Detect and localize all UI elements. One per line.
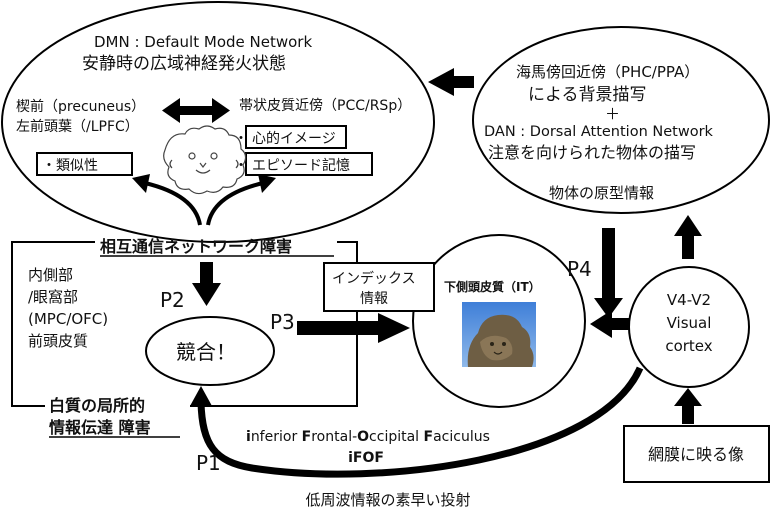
background-label: による背景描写 <box>528 85 647 105</box>
dmn-subtitle: 安静時の広域神経発火状態 <box>82 54 286 74</box>
similarity-label: ・類似性 <box>42 158 98 174</box>
ifof-abbr-label: iFOF <box>348 450 384 466</box>
episode-box <box>245 152 373 176</box>
dmn-ellipse <box>1 1 435 243</box>
retina-to-v4-arrow <box>674 388 702 424</box>
ifof-arrow <box>197 366 644 478</box>
mpfc-line3: (MPC/OFC) <box>28 310 108 328</box>
mpfc-line1: 内側部 <box>28 266 73 284</box>
episode-bullet: ・ <box>234 158 248 174</box>
v4-line3: cortex <box>665 337 712 355</box>
p2-label: P2 <box>160 288 185 312</box>
lion-sketch-icon <box>163 125 247 195</box>
double-arrow-icon <box>162 98 230 123</box>
v4-line2: Visual <box>667 314 712 332</box>
fast-projection-caption: 低周波情報の素早い投射 <box>305 491 470 509</box>
lion-statue-image <box>462 302 536 367</box>
similarity-box <box>36 152 133 176</box>
p3-label: P3 <box>270 310 295 334</box>
p2-arrow <box>192 262 221 306</box>
it-label: 下側頭皮質（IT） <box>444 279 541 294</box>
ifof-arrowhead <box>190 386 212 406</box>
retina-label: 網膜に映る像 <box>648 445 744 464</box>
episode-label: エピソード記憶 <box>252 157 350 174</box>
left-curve-arrowhead <box>132 174 150 193</box>
v4-line1: V4-V2 <box>667 291 711 309</box>
right-curve-arrowhead <box>258 174 276 193</box>
dan-to-dmn-arrow <box>428 68 474 96</box>
white-matter-line2: 情報伝達 障害 <box>49 418 151 437</box>
v4-to-it-arrow <box>590 310 630 338</box>
retina-box <box>623 425 770 483</box>
precuneus-label: 楔前（precuneus） <box>16 98 145 115</box>
competition-ellipse <box>145 316 275 386</box>
p4-arrow <box>594 228 623 318</box>
competition-label: 競合！ <box>176 340 236 364</box>
v4-to-dan-arrow <box>674 215 702 259</box>
index-line1: インデックス <box>332 270 416 287</box>
p4-label: P4 <box>567 257 592 281</box>
index-box <box>323 262 435 312</box>
ifof-full-label: inferior Frontal-Occipital Faciculus <box>246 429 490 445</box>
dan-ellipse <box>472 26 770 214</box>
lpfc-label: 左前頭葉（/LPFC） <box>16 118 139 135</box>
mpfc-line4: 前頭皮質 <box>28 332 88 350</box>
white-matter-line1: 白質の局所的 <box>49 396 145 415</box>
dmn-curved-arrows <box>144 181 264 226</box>
p3-arrow <box>297 313 410 343</box>
prototype-label: 物体の原型情報 <box>549 184 654 202</box>
phc-label: 海馬傍回近傍（PHC/PPA） <box>516 63 699 81</box>
mpfc-line2: /眼窩部 <box>28 288 78 306</box>
dan-label: DAN : Dorsal Attention Network <box>484 124 714 140</box>
imagery-box <box>245 125 347 149</box>
attention-label: 注意を向けられた物体の描写 <box>488 143 696 162</box>
index-line2: 情報 <box>360 291 388 307</box>
imagery-label: 心的イメージ <box>252 131 336 147</box>
p1-label: P1 <box>196 451 221 475</box>
plus-sign: ＋ <box>605 105 620 123</box>
network-disorder-label: 相互通信ネットワーク障害 <box>100 237 292 256</box>
imagery-bullet: ・ <box>234 131 248 147</box>
dmn-title: DMN : Default Mode Network <box>94 33 312 51</box>
pcc-label: 帯状皮質近傍（PCC/RSp） <box>239 97 411 114</box>
